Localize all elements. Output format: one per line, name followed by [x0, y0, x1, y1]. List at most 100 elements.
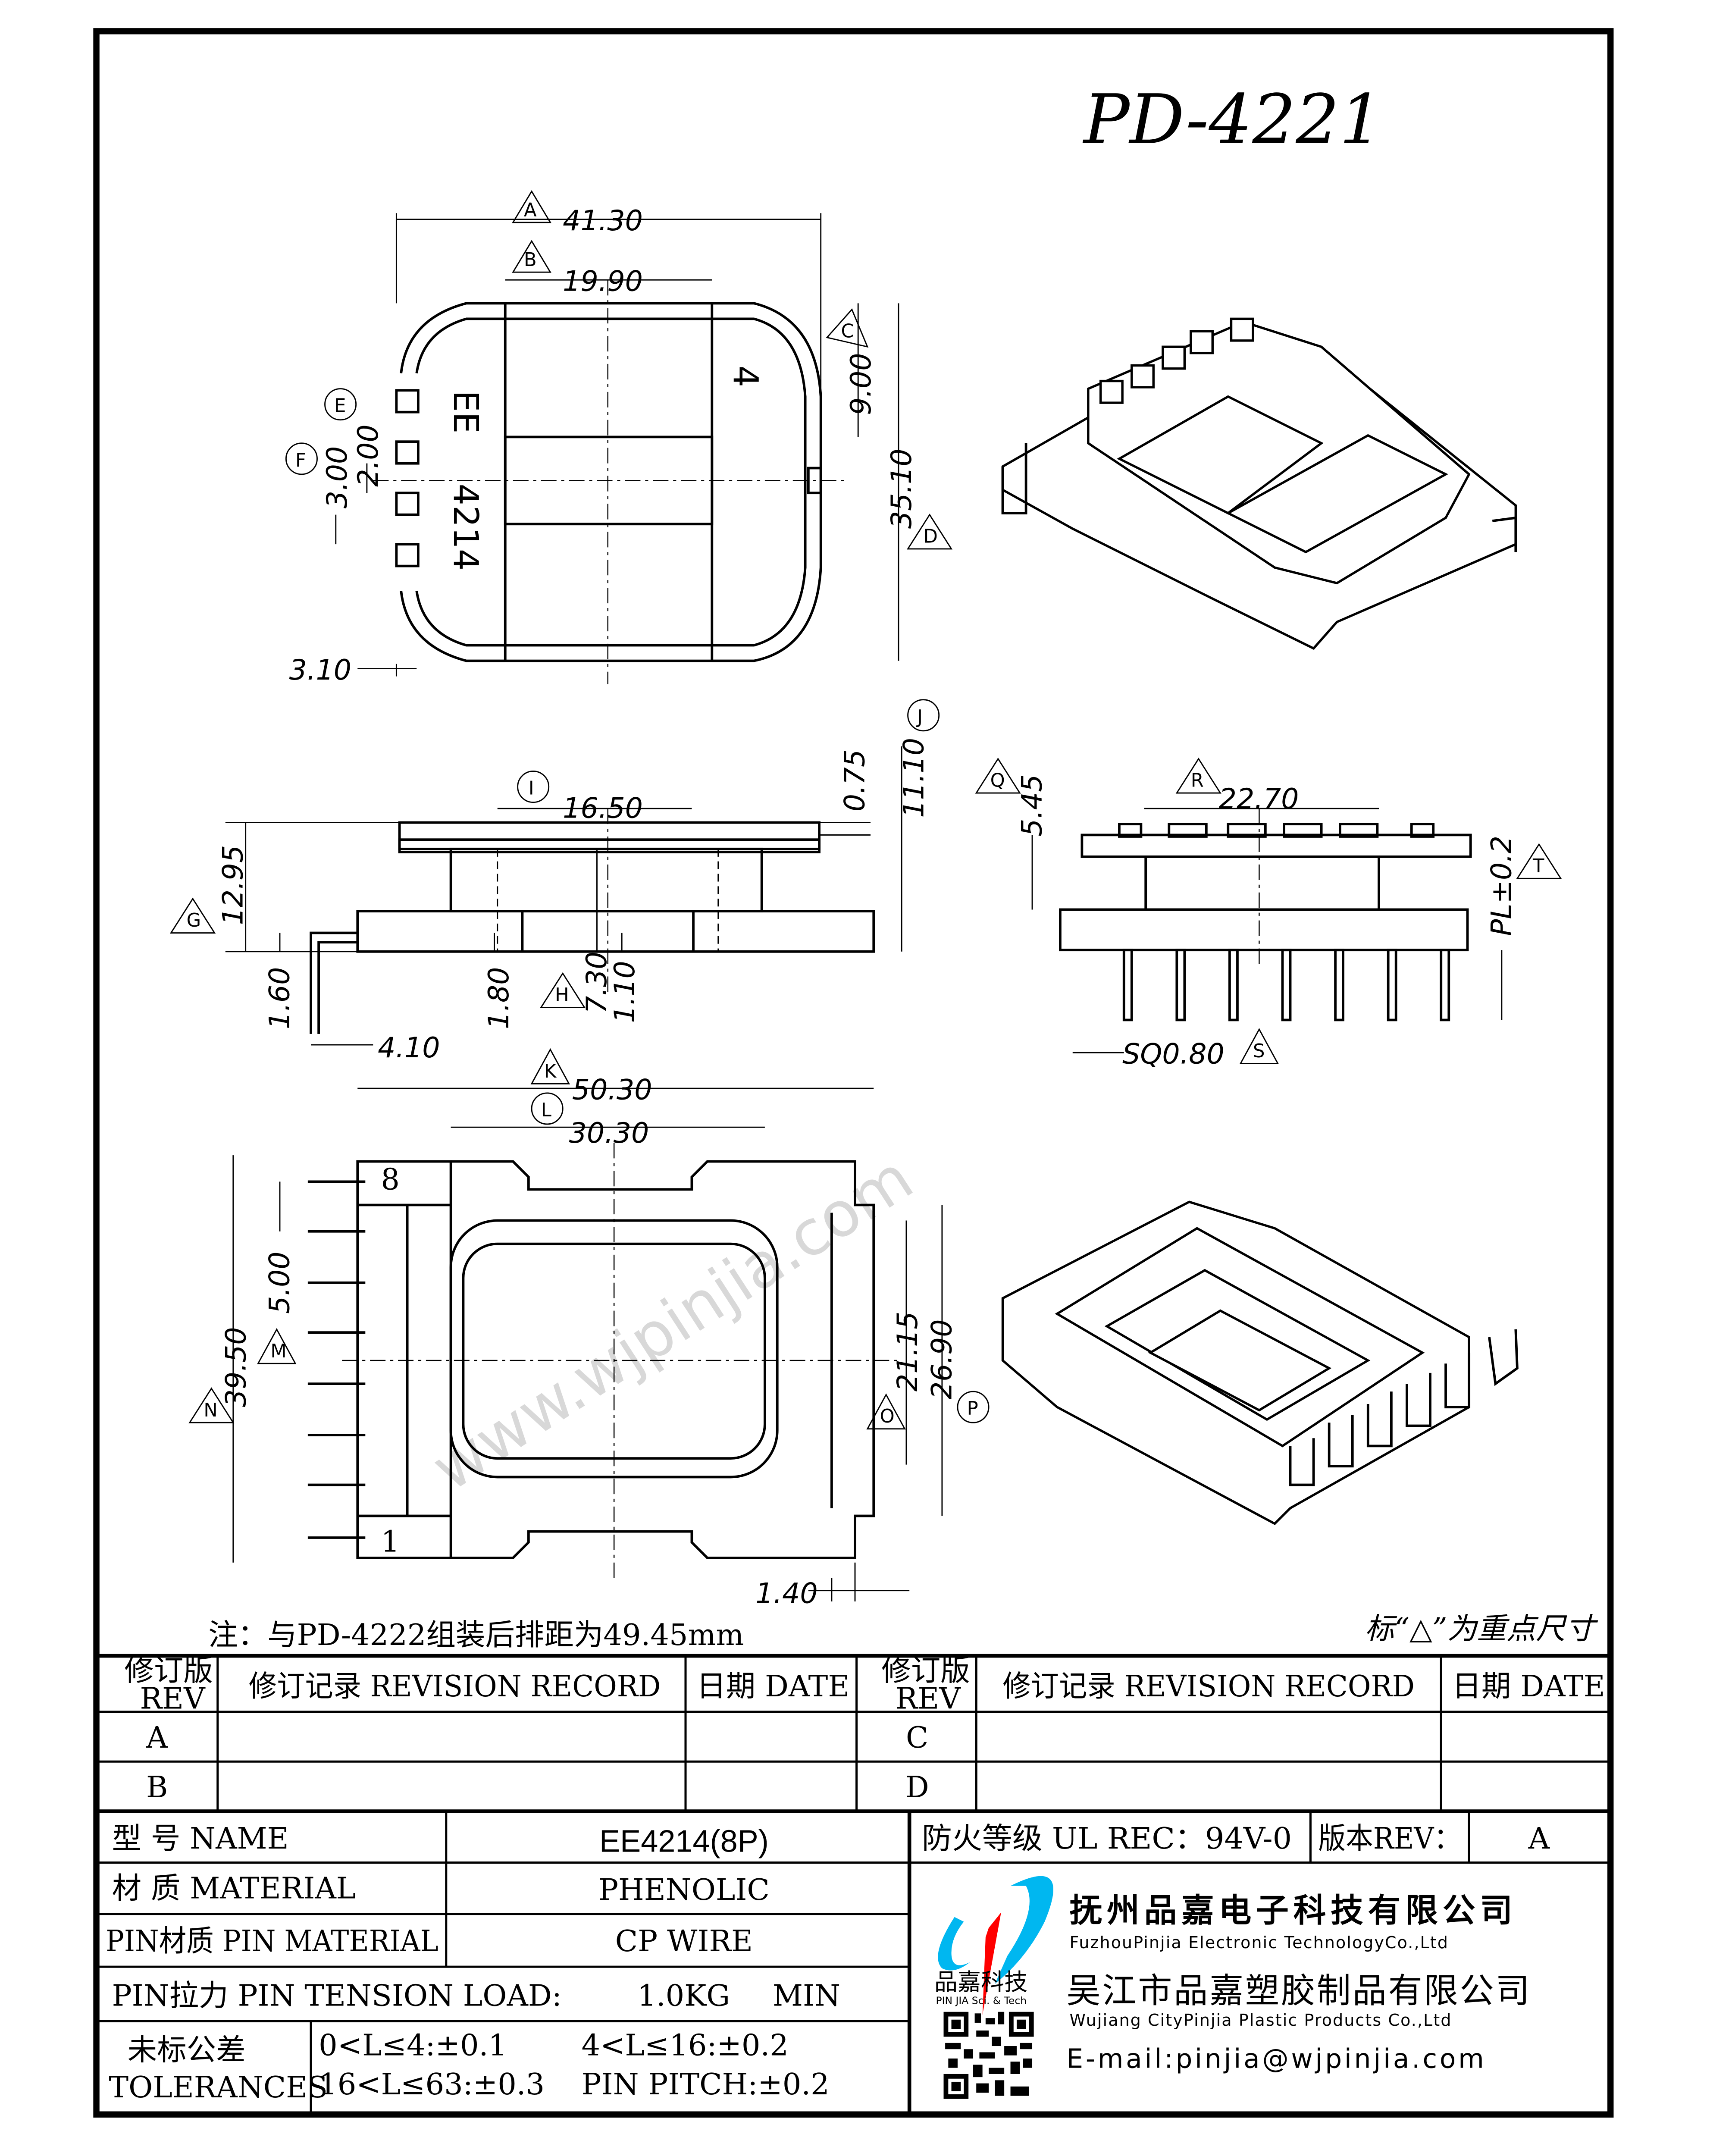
pin-rows	[307, 1180, 451, 1539]
top-view: EE 4214 4 A 41.30 B 19.90 C 9.00 35.10 D…	[285, 190, 953, 686]
tolerance-4: PIN PITCH:±0.2	[581, 2067, 829, 2102]
dim-f: 3.00	[321, 446, 354, 508]
dim-g: 12.95	[217, 845, 249, 925]
dim-c: 9.00	[845, 353, 877, 415]
dim-s-tag: S	[1253, 1040, 1265, 1062]
name-value: EE4214(8P)	[599, 1824, 769, 1858]
tolerance-2: 4<L≤16:±0.2	[581, 2028, 788, 2063]
rev-row-d: D	[905, 1770, 929, 1805]
dim-q: 5.45	[1016, 774, 1049, 837]
date-header-left: 日期 DATE	[696, 1669, 849, 1704]
dim-a-tag: A	[524, 199, 537, 221]
company-block: 品嘉科技 PIN JIA Sci. & Tech 抚州品嘉电子科技有限公司 Fu…	[934, 1876, 1530, 2099]
company-logo	[938, 1876, 1054, 2015]
dim-flange-thickness: 0.75	[839, 749, 871, 812]
isometric-view-top	[1001, 317, 1517, 650]
rev-row-c: C	[906, 1720, 928, 1755]
dim-q-tag: Q	[990, 770, 1005, 792]
rev-label: 版本REV：	[1318, 1821, 1461, 1856]
rev-value: A	[1528, 1821, 1550, 1856]
isometric-view-bottom	[1001, 1200, 1519, 1525]
dim-t: PL±0.2	[1486, 836, 1518, 936]
dim-p: 26.90	[926, 1319, 958, 1399]
dim-m: 5.00	[264, 1251, 296, 1313]
drawing-title: PD-4221	[1082, 80, 1383, 160]
pins	[1122, 949, 1450, 1022]
dim-s: SQ0.80	[1122, 1038, 1225, 1070]
rev-row-b: B	[146, 1770, 168, 1805]
dim-n-tag: N	[204, 1400, 217, 1421]
pin-tension-label: PIN拉力 PIN TENSION LOAD:	[112, 1978, 562, 2013]
dim-pin-stub: 1.60	[264, 967, 296, 1029]
part-mark-pin-side: 4	[726, 366, 766, 387]
date-header-right: 日期 DATE	[1452, 1669, 1605, 1704]
pin-number-1: 1	[381, 1524, 400, 1559]
pin-material-label: PIN材质 PIN MATERIAL	[106, 1924, 438, 1959]
dim-lip: 1.10	[609, 961, 641, 1023]
assembly-note: 注：与PD-4222组装后排距为49.45mm	[208, 1618, 744, 1652]
company-name-1-en: FuzhouPinjia Electronic TechnologyCo.,Lt…	[1070, 1933, 1449, 1952]
record-header-right: 修订记录 REVISION RECORD	[1003, 1669, 1415, 1704]
dim-l: 30.30	[569, 1117, 649, 1150]
dim-h-tag: H	[555, 984, 569, 1006]
dim-d: 35.10	[886, 448, 918, 529]
part-mark-number: 4214	[446, 484, 486, 571]
rev-header-right: 修订版	[881, 1654, 970, 1688]
dim-pin-offset: 4.10	[378, 1032, 440, 1064]
part-mark-ee: EE	[446, 390, 486, 433]
pin-material-value: CP WIRE	[615, 1924, 753, 1959]
dim-base-thickness: 1.80	[483, 967, 515, 1029]
pin-number-8: 8	[381, 1162, 400, 1197]
dim-g-tag: G	[187, 910, 201, 931]
company-name-1-cn: 抚州品嘉电子科技有限公司	[1070, 1892, 1517, 1930]
dim-m-tag: M	[270, 1341, 286, 1362]
fire-rating: 防火等级 UL REC：94V-0	[922, 1821, 1292, 1856]
dim-top-flange: 3.10	[289, 654, 351, 686]
dim-i: 16.50	[563, 793, 643, 825]
tolerance-1: 0<L≤4:±0.1	[319, 2028, 507, 2063]
dim-k: 50.30	[572, 1074, 652, 1106]
dim-c-tag: C	[841, 321, 854, 342]
dim-o: 21.15	[892, 1311, 924, 1391]
dim-e: 2.00	[352, 424, 385, 486]
dim-n: 39.50	[220, 1327, 253, 1407]
dim-h: 7.30	[581, 952, 613, 1014]
logo-text-en: PIN JIA Sci. & Tech	[936, 1995, 1027, 2007]
dim-p-tag: P	[967, 1398, 978, 1420]
tolerance-3: 16<L≤63:±0.3	[319, 2067, 545, 2102]
dim-l-tag: L	[541, 1100, 551, 1121]
dim-j: 11.10	[898, 738, 930, 818]
dim-r-tag: R	[1191, 770, 1204, 792]
qr-code	[943, 2012, 1034, 2099]
dim-o-tag: O	[880, 1406, 895, 1427]
dim-d-tag: D	[924, 526, 938, 548]
dim-t-tag: T	[1532, 856, 1544, 877]
company-name-2-en: Wujiang CityPinjia Plastic Products Co.,…	[1070, 2011, 1452, 2030]
dim-b-tag: B	[524, 249, 537, 271]
dim-b: 19.90	[563, 265, 643, 298]
record-header-left: 修订记录 REVISION RECORD	[249, 1669, 661, 1704]
sheet-frame	[93, 28, 1614, 2118]
tolerance-label-en: TOLERANCES	[109, 2070, 328, 2105]
company-email[interactable]: E-mail:pinjia@wjpinjia.com	[1066, 2044, 1486, 2075]
dim-wall: 1.40	[755, 1577, 817, 1610]
logo-text-cn: 品嘉科技	[934, 1968, 1027, 1996]
name-label: 型 号 NAME	[112, 1821, 289, 1856]
dim-a: 41.30	[563, 205, 643, 237]
key-dimension-note: 标“△”为重点尺寸	[1365, 1611, 1598, 1646]
rev-header-right-en: REV	[896, 1682, 961, 1716]
dim-r: 22.70	[1219, 783, 1299, 815]
front-view: 12.95 G 1.60 4.10 I 16.50 0.75 11.10 J 1…	[169, 699, 940, 1064]
bottom-view: 8 1 K 50.30 L 30.30 39.50 N 5.00 M 21.15…	[188, 1048, 990, 1610]
rev-header-left-en: REV	[140, 1682, 206, 1716]
rev-row-a: A	[146, 1720, 168, 1755]
pin-tension-unit: MIN	[773, 1978, 840, 2013]
title-block: 型 号 NAME EE4214(8P) 材 质 MATERIAL PHENOLI…	[96, 1811, 1611, 2112]
dim-e-tag: E	[334, 395, 346, 417]
dim-k-tag: K	[544, 1061, 557, 1082]
key-dim-marker-a	[512, 190, 551, 223]
dim-j-tag: J	[916, 706, 923, 728]
pin-tension-value: 1.0KG	[637, 1978, 730, 2013]
revision-table: 修订版 REV 修订记录 REVISION RECORD 日期 DATE 修订版…	[96, 1654, 1611, 1813]
